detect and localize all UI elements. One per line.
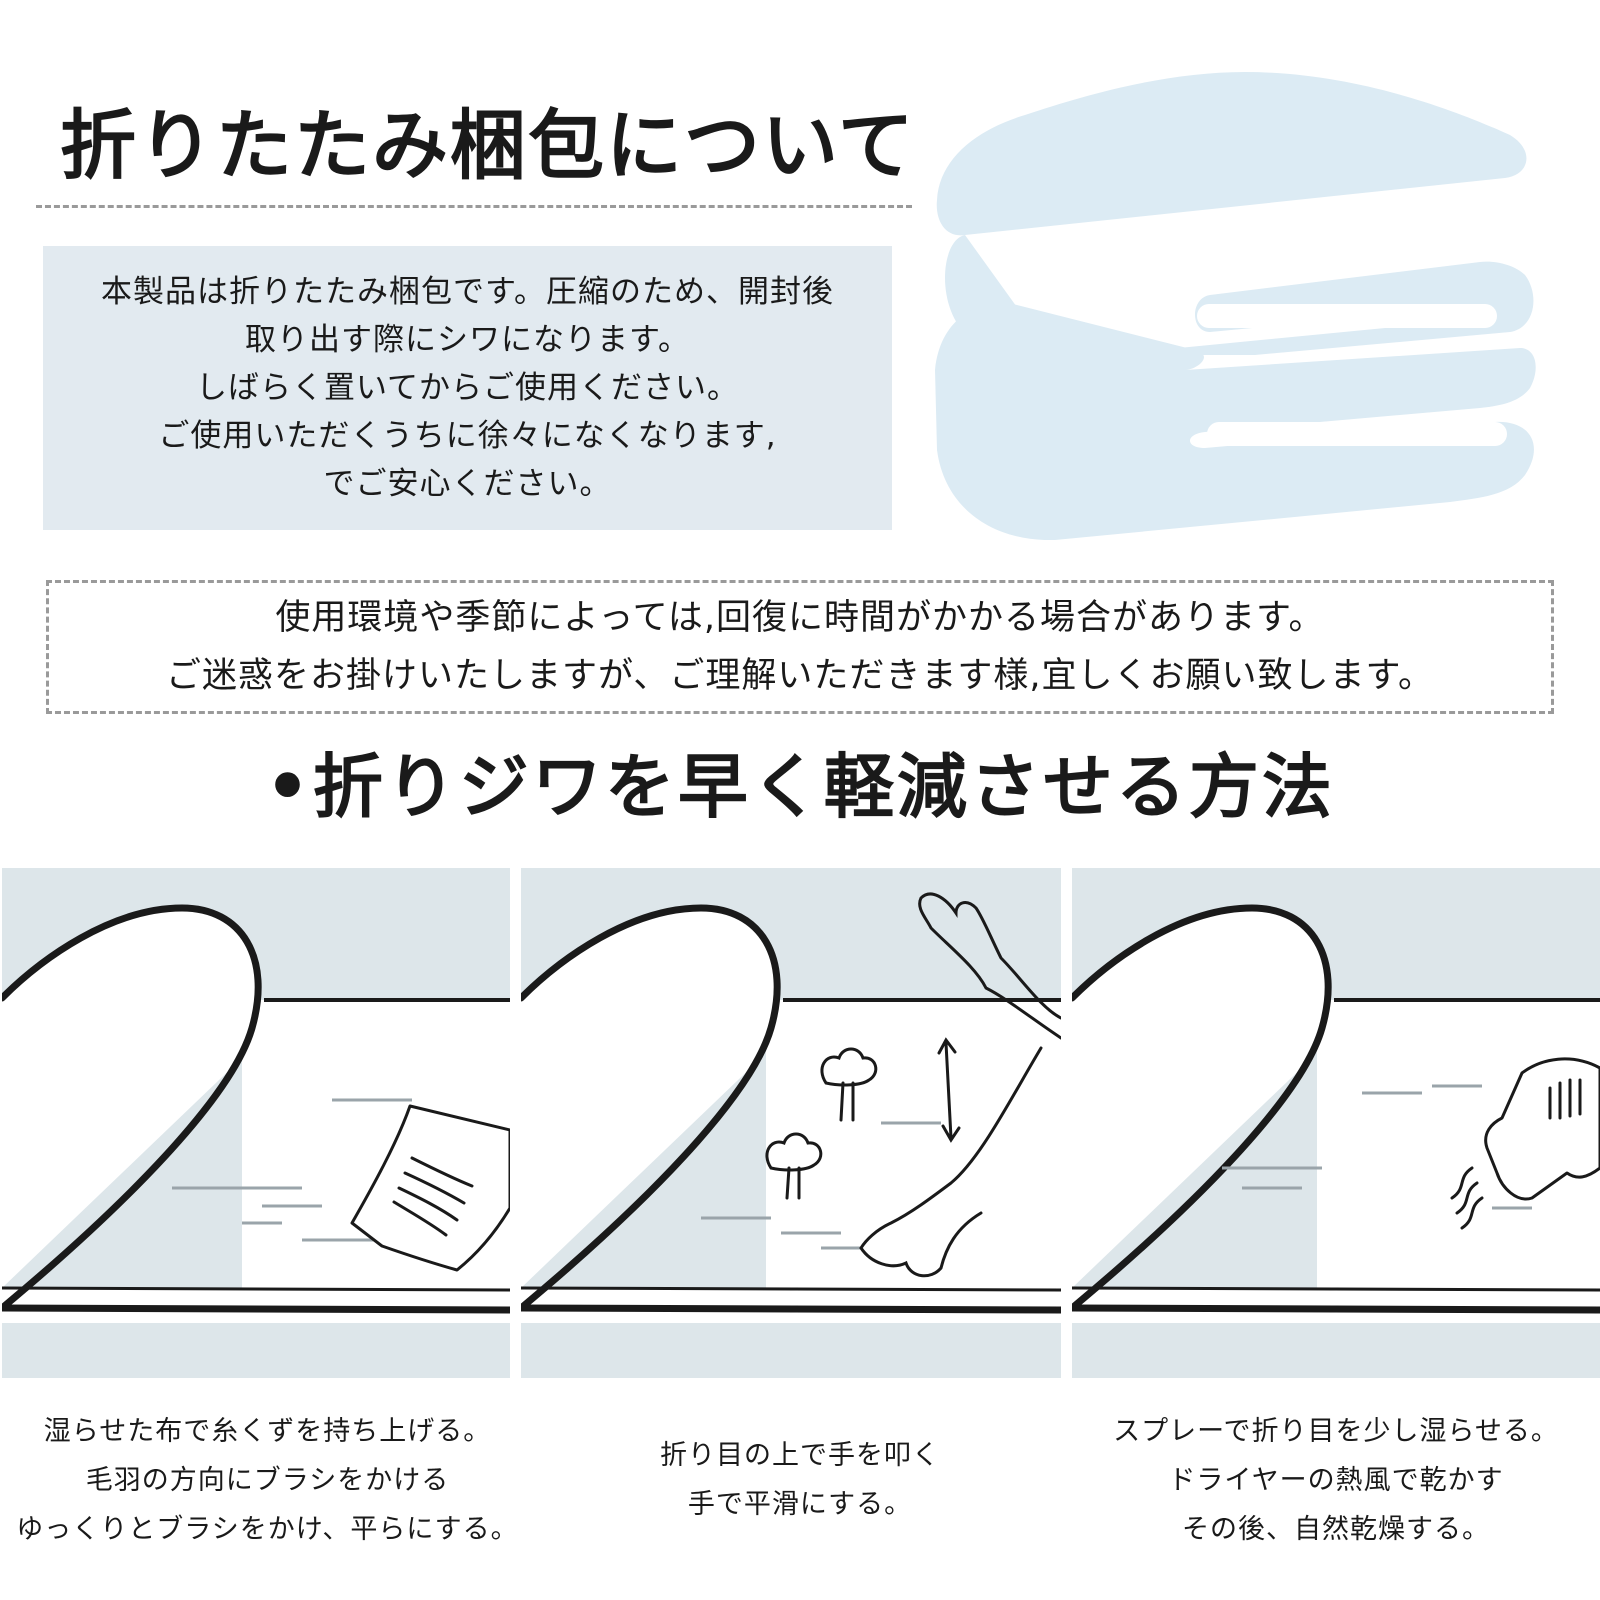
- warning-box: 使用環境や季節によっては,回復に時間がかかる場合があります。 ご迷惑をお掛けいた…: [46, 580, 1554, 714]
- notice-line: 本製品は折りたたみ梱包です。圧縮のため、開封後: [101, 274, 834, 310]
- title-divider: [36, 205, 912, 208]
- section-heading: •折りジワを早く軽減させる方法: [265, 746, 1335, 828]
- caption-line: 毛羽の方向にブラシをかける: [85, 1464, 450, 1496]
- notice-line: ご使用いただくうちに徐々になくなります,: [158, 418, 777, 454]
- notice-line: でご安心ください。: [323, 466, 612, 502]
- cloth-wipe-icon: [2, 868, 510, 1378]
- hand-pat-icon: [521, 868, 1061, 1378]
- caption-line: 湿らせた布で糸くずを持ち上げる。: [43, 1415, 492, 1447]
- method-caption-cloth: 湿らせた布で糸くずを持ち上げる。 毛羽の方向にブラシをかける ゆっくりとブラシを…: [0, 1395, 535, 1565]
- caption-line: その後、自然乾燥する。: [1182, 1513, 1490, 1545]
- caption-line: 折り目の上で手を叩く: [660, 1440, 940, 1471]
- notice-box: 本製品は折りたたみ梱包です。圧縮のため、開封後 取り出す際にシワになります。 し…: [43, 246, 892, 530]
- caption-line: ゆっくりとブラシをかけ、平らにする。: [16, 1513, 519, 1545]
- method-panel-cloth: [2, 868, 510, 1378]
- method-caption-dryer: スプレーで折り目を少し湿らせる。 ドライヤーの熱風で乾かす その後、自然乾燥する…: [1072, 1395, 1600, 1565]
- caption-line: スプレーで折り目を少し湿らせる。: [1113, 1415, 1559, 1447]
- method-caption-hand: 折り目の上で手を叩く 手で平滑にする。: [540, 1395, 1060, 1565]
- caption-line: 手で平滑にする。: [687, 1489, 913, 1520]
- notice-line: しばらく置いてからご使用ください。: [195, 370, 740, 406]
- method-panel-hand: [521, 868, 1061, 1378]
- page-title: 折りたたみ梱包について: [60, 101, 916, 190]
- folded-towel-icon: [935, 70, 1555, 541]
- hair-dryer-icon: [1072, 868, 1600, 1378]
- method-panel-dryer: [1072, 868, 1600, 1378]
- warning-line: ご迷惑をお掛けいたしますが、ご理解いただきます様,宜しくお願い致します。: [166, 656, 1434, 696]
- warning-line: 使用環境や季節によっては,回復に時間がかかる場合があります。: [275, 598, 1325, 638]
- caption-line: ドライヤーの熱風で乾かす: [1168, 1464, 1504, 1496]
- notice-line: 取り出す際にシワになります。: [245, 322, 690, 358]
